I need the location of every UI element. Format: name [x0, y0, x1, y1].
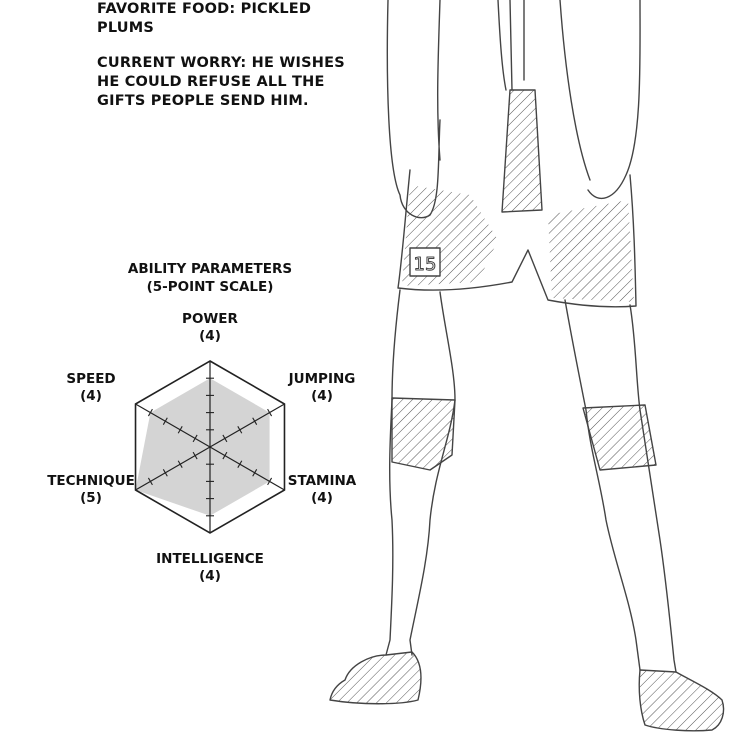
right-shoe: [638, 669, 725, 732]
radar-subtitle: (5-POINT SCALE): [147, 279, 274, 295]
radar-label-intelligence: INTELLIGENCE: [156, 551, 264, 567]
radar-axis: [135, 403, 211, 448]
radar-tick: [177, 426, 183, 434]
jacket-sketch: [386, 0, 641, 219]
character-illustration: 15: [329, 0, 725, 732]
radar-tick: [237, 460, 243, 468]
favorite-food: FAVORITE FOOD: PICKLED PLUMS: [97, 1, 312, 36]
radar-value-jumping: (4): [311, 388, 333, 404]
radar-tick: [177, 460, 183, 468]
radar-tick: [252, 417, 258, 425]
left-leg-sketch: [385, 289, 456, 656]
radar-tick: [162, 469, 168, 477]
left-shoe: [329, 651, 422, 705]
radar-tick: [192, 434, 198, 443]
radar-label-jumping: JUMPING: [288, 371, 356, 387]
radar-label-power: POWER: [182, 311, 238, 327]
profile-text: FAVORITE FOOD: PICKLED PLUMS CURRENT WOR…: [97, 0, 357, 127]
radar-value-area: [135, 378, 270, 516]
radar-value-technique: (5): [80, 490, 102, 506]
jersey-number: 15: [414, 254, 437, 275]
radar-tick: [222, 434, 228, 443]
radar-tick: [147, 408, 153, 417]
jacket-stripe: [501, 89, 543, 213]
radar-value-stamina: (4): [311, 490, 333, 506]
radar-value-speed: (4): [80, 388, 102, 404]
radar-tick: [252, 469, 258, 477]
shorts-sketch: [397, 169, 637, 308]
radar-tick: [147, 477, 153, 486]
radar-tick: [192, 451, 198, 460]
current-worry: CURRENT WORRY: HE WISHES HE COULD REFUSE…: [97, 55, 345, 109]
radar-label-stamina: STAMINA: [288, 473, 357, 489]
radar-label-technique: TECHNIQUE: [47, 473, 135, 489]
radar-tick: [237, 426, 243, 434]
radar-tick: [267, 408, 273, 417]
radar-tick: [162, 417, 168, 425]
radar-title: ABILITY PARAMETERS: [128, 261, 292, 277]
radar-value-power: (4): [199, 328, 221, 344]
radar-tick: [222, 451, 228, 460]
shorts-right-shade: [548, 200, 634, 302]
left-kneepad: [391, 397, 456, 471]
right-leg-sketch: [564, 299, 677, 673]
ability-radar-chart: ABILITY PARAMETERS (5-POINT SCALE) POWER…: [47, 261, 357, 584]
radar-tick: [267, 477, 273, 486]
radar-label-speed: SPEED: [66, 371, 115, 387]
shorts-number-patch: [409, 247, 441, 277]
right-kneepad: [582, 404, 657, 471]
radar-axis: [135, 446, 211, 491]
radar-axis: [209, 403, 285, 448]
radar-axis: [209, 446, 285, 491]
radar-value-intelligence: (4): [199, 568, 221, 584]
